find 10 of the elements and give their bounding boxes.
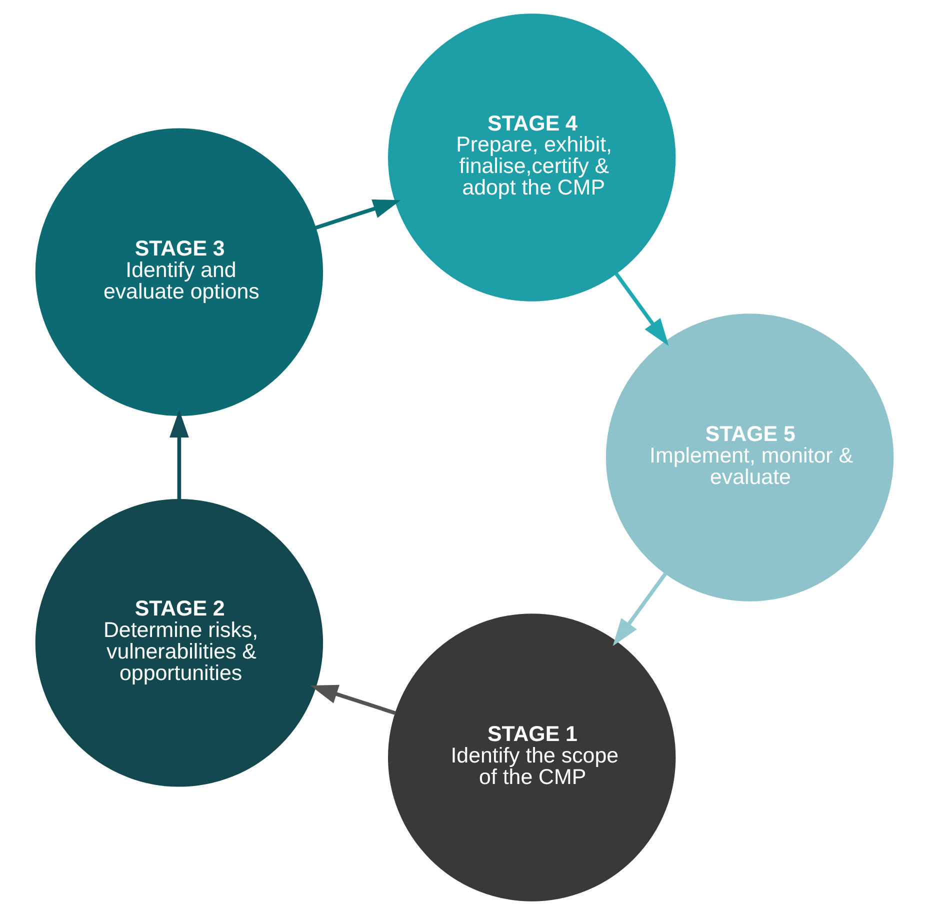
- arrow: [612, 572, 667, 646]
- node-circle: STAGE 2 Determine risks, vulnerabilities & opportunities: [34, 499, 323, 787]
- node-circle: STAGE 5 Implement, monitor & evaluate: [605, 314, 894, 602]
- arrow: [614, 272, 668, 346]
- node-circle: STAGE 1 Identify the scope of the CMP: [388, 614, 676, 902]
- arrow: [314, 199, 400, 230]
- node-circle: STAGE 4 Prepare, exhibit, finalise,certify & adopt the CMP: [388, 14, 676, 302]
- arrow: [169, 410, 188, 500]
- arrow: [310, 684, 396, 715]
- node-circle: STAGE 3 Identify and evaluate options: [34, 128, 323, 416]
